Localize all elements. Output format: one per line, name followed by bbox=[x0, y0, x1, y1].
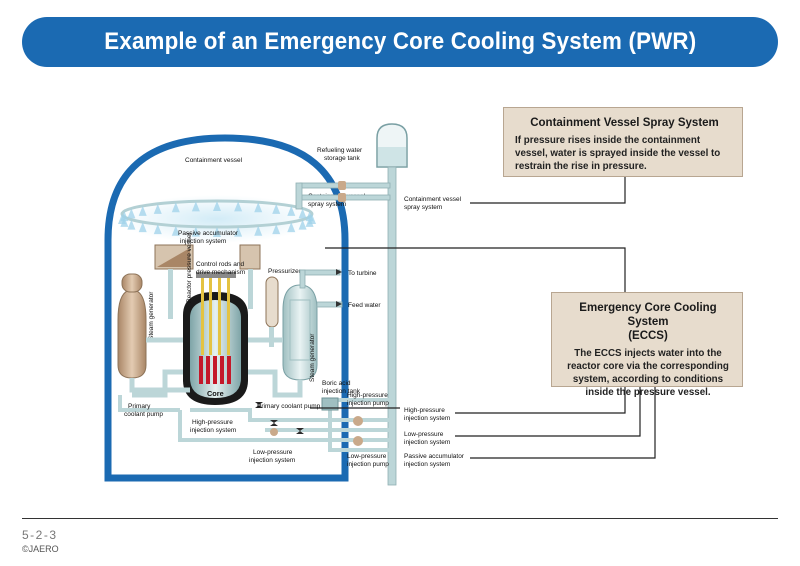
primary-loop-pipes bbox=[129, 337, 303, 398]
spray-ring bbox=[117, 195, 317, 243]
page-title: Example of an Emergency Core Cooling Sys… bbox=[103, 28, 697, 55]
spray-pumps bbox=[338, 181, 346, 202]
spray-system-box-body: If pressure rises inside the containment… bbox=[515, 135, 721, 172]
spray-droplet bbox=[171, 225, 180, 236]
accumulator-label-1: Passive accumulator bbox=[178, 230, 239, 237]
spray-droplet bbox=[191, 226, 200, 237]
pa-right-label-2: injection system bbox=[404, 461, 450, 468]
spray-droplet bbox=[298, 208, 307, 219]
accumulator-label-2: injection system bbox=[180, 238, 226, 245]
spray-droplet bbox=[127, 208, 136, 219]
valves bbox=[255, 402, 304, 434]
fuel-rods bbox=[199, 356, 231, 384]
spray-droplet bbox=[191, 201, 200, 212]
spray-droplet bbox=[153, 224, 162, 235]
spray-droplet bbox=[171, 202, 180, 213]
lp-right-label-1: Low-pressure bbox=[404, 431, 444, 438]
spray-droplet bbox=[138, 222, 147, 233]
to-turbine-label: To turbine bbox=[348, 270, 377, 277]
hp-right-label-1: High-pressure bbox=[404, 407, 445, 414]
spray-droplet bbox=[305, 211, 314, 222]
leader-lines bbox=[310, 177, 656, 459]
spray-droplet bbox=[305, 216, 314, 227]
spray-droplet bbox=[120, 211, 129, 222]
eccs-injection-pipes bbox=[118, 395, 392, 452]
pressure-vessel-label: Reactor pressure vessel bbox=[186, 232, 193, 303]
spray-droplet bbox=[254, 225, 263, 236]
containment-vessel-label: Containment vessel bbox=[185, 157, 243, 164]
spray-droplet bbox=[213, 227, 221, 237]
eccs-info-box: Emergency Core Cooling System (ECCS) The… bbox=[551, 292, 743, 398]
feed-water-label: Feed water bbox=[348, 302, 381, 309]
footer-divider bbox=[22, 518, 778, 519]
control-rods-label-2: drive mechanism bbox=[196, 269, 245, 276]
steam-generator-left bbox=[117, 273, 147, 379]
lp-right-label-2: injection system bbox=[404, 439, 450, 446]
copyright: ©JAERO bbox=[22, 544, 59, 554]
lp-pump-label-1: Low-pressure bbox=[347, 453, 387, 460]
accumulator-tanks bbox=[154, 244, 261, 319]
spray-droplet bbox=[234, 201, 243, 212]
hp-inner-label-2: injection system bbox=[190, 427, 236, 434]
refueling-water-tank bbox=[376, 123, 408, 486]
pressurizer bbox=[265, 276, 279, 347]
pressurizer-label: Pressurizer bbox=[268, 268, 302, 275]
lp-inner-label-1: Low-pressure bbox=[253, 449, 293, 456]
eccs-box-title-2: (ECCS) bbox=[628, 330, 668, 342]
steam-generator-right-label: Steam generator bbox=[309, 333, 316, 382]
spray-droplet bbox=[213, 201, 221, 211]
spray-droplet bbox=[298, 219, 307, 230]
refueling-tank-label-1: Refueling water bbox=[317, 147, 363, 154]
reactor-pressure-vessel bbox=[183, 272, 248, 405]
spray-system-box-title: Containment Vessel Spray System bbox=[530, 117, 719, 129]
lp-inner-label-2: injection system bbox=[249, 457, 295, 464]
primary-pump-left-label-1: Primary bbox=[128, 403, 151, 410]
eccs-box-title-1: Emergency Core Cooling System bbox=[579, 302, 717, 328]
hp-right-label-2: injection system bbox=[404, 415, 450, 422]
core-label: Core bbox=[207, 389, 224, 398]
control-rods-label-1: Control rods and bbox=[196, 261, 244, 268]
spray-system-right-label-2: spray system bbox=[404, 204, 442, 211]
spray-droplet bbox=[287, 205, 296, 216]
spray-droplet bbox=[287, 222, 296, 233]
boric-acid-tank bbox=[321, 397, 339, 411]
spray-system-info-box: Containment Vessel Spray System If press… bbox=[503, 107, 743, 177]
page-number: 5-2-3 bbox=[22, 528, 58, 542]
lp-pump-label-2: injection pump bbox=[347, 461, 389, 468]
spray-system-label-2: spray system bbox=[308, 201, 346, 208]
boric-tank-label-1: Boric acid bbox=[322, 380, 351, 387]
spray-droplet bbox=[272, 224, 281, 235]
boric-tank-label-2: injection tank bbox=[322, 388, 361, 395]
spray-droplet bbox=[127, 219, 136, 230]
hp-pump-label-2: injection pump bbox=[347, 400, 389, 407]
spray-droplet bbox=[234, 226, 243, 237]
refueling-tank-label-2: storage tank bbox=[324, 155, 361, 162]
steam-generator-left-label: Steam generator bbox=[148, 291, 155, 340]
hp-pump-label-1: High-pressure bbox=[347, 392, 388, 399]
spray-droplet bbox=[272, 203, 281, 214]
primary-pump-left-label-2: coolant pump bbox=[124, 411, 163, 418]
hp-inner-label-1: High-pressure bbox=[192, 419, 233, 426]
primary-pump-right-label: Primary coolant pump bbox=[257, 403, 321, 410]
eccs-pumps bbox=[270, 416, 363, 446]
spray-droplet bbox=[153, 203, 162, 214]
eccs-box-body: The ECCS injects water into the reactor … bbox=[567, 348, 729, 398]
title-banner: Example of an Emergency Core Cooling Sys… bbox=[22, 17, 778, 67]
spray-droplet bbox=[254, 202, 263, 213]
spray-system-right-label-1: Containment vessel bbox=[404, 196, 462, 203]
steam-generator-right bbox=[282, 284, 318, 381]
spray-droplet bbox=[138, 205, 147, 216]
pa-right-label-1: Passive accumulator bbox=[404, 453, 465, 460]
